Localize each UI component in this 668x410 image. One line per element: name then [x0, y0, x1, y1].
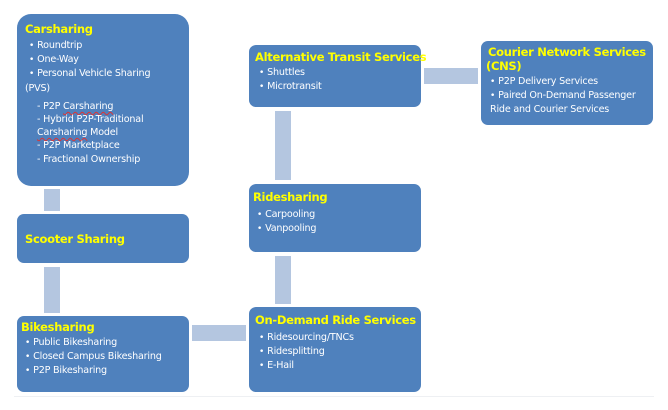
carsharing-items: Roundtrip One-Way Personal Vehicle Shari… — [25, 39, 181, 166]
sub-list-item: - Hybrid P2P-Traditional — [37, 114, 144, 126]
on-demand-ride-box: On-Demand Ride Services Ridesourcing/TNC… — [249, 307, 421, 392]
list-item: Vanpooling — [253, 222, 417, 236]
list-item: One-Way — [25, 53, 181, 67]
list-item: Personal Vehicle Sharing — [25, 67, 181, 81]
ridesharing-items: Carpooling Vanpooling — [253, 208, 417, 236]
alternative-transit-title: Alternative Transit Services — [255, 50, 427, 64]
courier-network-title-line1: Courier Network Services — [488, 45, 646, 59]
alternative-transit-box: Alternative Transit Services Shuttles Mi… — [249, 45, 427, 107]
spellcheck-word: Carsharing — [37, 127, 88, 139]
scooter-sharing-box: Scooter Sharing — [17, 214, 189, 263]
list-item: Public Bikesharing — [21, 336, 185, 350]
bikesharing-box: Bikesharing Public Bikesharing Closed Ca… — [17, 316, 189, 392]
spellcheck-word: Carsharing — [63, 100, 114, 112]
list-item: Ridesplitting — [255, 345, 415, 359]
connector-scooter-bikesharing — [44, 267, 60, 313]
connector-alttransit-courier — [424, 68, 478, 84]
list-item: P2P Delivery Services — [486, 75, 648, 89]
sub-list-item: - Fractional Ownership — [37, 153, 141, 165]
connector-carsharing-scooter — [44, 189, 60, 211]
courier-network-title: Courier Network Services (CNS) — [486, 45, 648, 73]
courier-network-title-line2: (CNS) — [486, 59, 522, 73]
sub-list-item: - P2P Marketplace — [37, 140, 120, 152]
list-item: Roundtrip — [25, 39, 181, 53]
connector-ridesharing-alttransit — [275, 111, 291, 180]
connector-bikesharing-ondemand — [192, 325, 246, 341]
bikesharing-title: Bikesharing — [21, 320, 95, 334]
ridesharing-title: Ridesharing — [253, 190, 328, 204]
list-item-continuation: Ride and Courier Services — [490, 104, 610, 116]
list-item: E-Hail — [255, 359, 415, 373]
on-demand-ride-items: Ridesourcing/TNCs Ridesplitting E-Hail — [255, 331, 415, 374]
list-item: Ridesourcing/TNCs — [255, 331, 415, 345]
list-item-continuation: (PVS) — [25, 82, 50, 94]
sub-item-prefix: - P2P — [37, 100, 64, 112]
sub-list-item-continuation: Carsharing Model — [25, 126, 181, 139]
courier-network-items: P2P Delivery Services Paired On-Demand P… — [486, 75, 648, 117]
list-item: Paired On-Demand Passenger — [486, 89, 648, 103]
list-item: Carpooling — [253, 208, 417, 222]
ridesharing-box: Ridesharing Carpooling Vanpooling — [249, 184, 421, 252]
courier-network-box: Courier Network Services (CNS) P2P Deliv… — [481, 41, 653, 125]
list-item: Microtransit — [255, 80, 415, 94]
bikesharing-items: Public Bikesharing Closed Campus Bikesha… — [21, 336, 185, 379]
page-edge-line — [14, 396, 654, 397]
carsharing-box: Carsharing Roundtrip One-Way Personal Ve… — [17, 14, 189, 186]
connector-ondemand-ridesharing — [275, 256, 291, 304]
carsharing-title: Carsharing — [25, 22, 93, 36]
scooter-sharing-title: Scooter Sharing — [25, 231, 125, 246]
alternative-transit-items: Shuttles Microtransit — [255, 66, 415, 94]
list-item: P2P Bikesharing — [21, 364, 185, 378]
list-item: Closed Campus Bikesharing — [21, 350, 185, 364]
sub-item-rest: Model — [87, 127, 118, 139]
sub-list-item: - P2P Carsharing — [25, 100, 181, 113]
list-item: Shuttles — [255, 66, 415, 80]
on-demand-ride-title: On-Demand Ride Services — [255, 313, 416, 327]
